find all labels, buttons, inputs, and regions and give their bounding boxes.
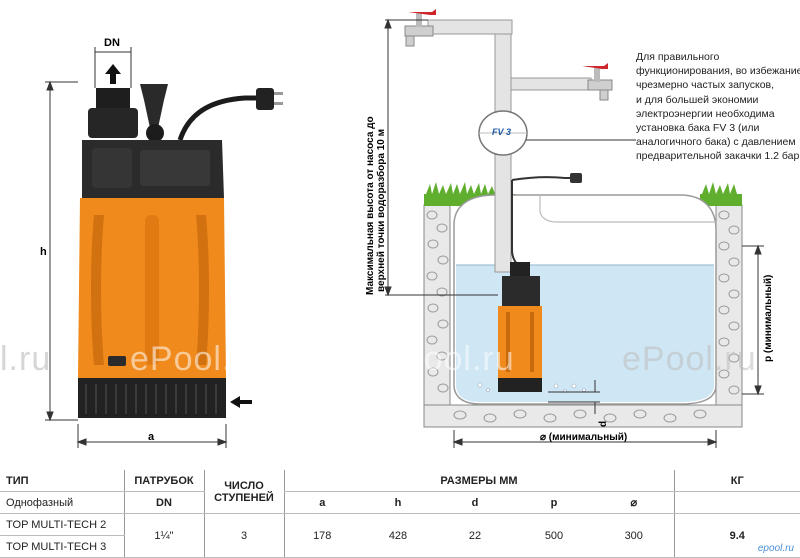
note-line: чрезмерно частых запусков, <box>636 79 775 92</box>
note-line: аналогичного бака) с давлением <box>636 136 796 149</box>
d-label: d <box>598 421 609 427</box>
value-h: 428 <box>360 513 436 558</box>
header-outlet: ПАТРУБОК <box>123 470 204 492</box>
value-kg: 9.4 <box>673 513 800 558</box>
subheader-d: d <box>436 491 514 514</box>
table-row: TOP MULTI-TECH 2 1¼" 3 178 428 22 500 30… <box>0 513 800 558</box>
value-d: 22 <box>436 513 514 558</box>
watermark: ePool.ru <box>380 340 515 378</box>
faucet-middle <box>582 63 613 101</box>
pump-dimensions <box>45 47 228 448</box>
subheader-a: a <box>283 491 360 514</box>
table-row: TOP MULTI-TECH 3 <box>0 535 800 558</box>
header-dimensions: РАЗМЕРЫ мм <box>283 470 674 492</box>
header-type: ТИП <box>0 470 124 492</box>
fv3-pressure-tank: FV 3 <box>478 110 528 156</box>
subheader-dn: DN <box>123 491 204 514</box>
model-name: TOP MULTI-TECH 3 <box>0 535 124 558</box>
header-stages-line1: ЧИСЛО <box>224 479 264 492</box>
brand-logo: epool.ru <box>757 543 794 554</box>
gravel-walls <box>423 204 743 428</box>
subheader-h: h <box>360 491 436 514</box>
max-height-label-line2: верхней точки водоразбора 10 м <box>375 129 387 292</box>
fv3-label: FV 3 <box>492 127 511 137</box>
subheader-diameter: ⌀ <box>594 491 674 514</box>
p-label: p (минимальный) <box>763 275 774 362</box>
subheader-p: p <box>514 491 594 514</box>
watermark: ePool.ru <box>130 340 265 378</box>
note-line: и для большей экономии <box>636 93 759 106</box>
a-label: a <box>148 431 155 443</box>
note-line: Для правильного <box>636 51 720 63</box>
watermark: l.ru <box>0 340 52 378</box>
installation-note: Для правильного функционирования, во изб… <box>636 50 800 164</box>
note-line: электроэнергии необходима <box>636 107 775 120</box>
value-dn: 1¼" <box>123 513 204 558</box>
note-line: функционирования, во избежание <box>636 65 800 78</box>
inlet-arrow-icon <box>230 396 252 408</box>
subheader-phase: Однофазный <box>0 491 124 514</box>
h-label: h <box>40 246 47 258</box>
note-line: установка бака FV 3 (или <box>636 122 760 135</box>
note-line: предварительной закачки 1.2 бар. <box>636 150 800 163</box>
submerged-pump <box>498 262 542 392</box>
header-stages: ЧИСЛО СТУПЕНЕЙ <box>203 470 284 514</box>
value-stages: 3 <box>203 513 284 558</box>
installation-dimensions <box>384 18 764 448</box>
diameter-label: ⌀ (минимальный) <box>540 432 627 443</box>
faucet-top <box>404 9 436 47</box>
watermark: ePool.ru <box>622 340 757 378</box>
dn-label: DN <box>104 37 120 49</box>
pump-illustration <box>78 84 283 418</box>
max-height-label-line1: Максимальная высота от насоса до <box>365 116 376 295</box>
model-name: TOP MULTI-TECH 2 <box>0 513 124 536</box>
subheader-kg-empty <box>673 491 800 514</box>
table-subheader-row: Однофазный DN a h d p ⌀ <box>0 491 800 514</box>
pump-installation-diagram: DN h a <box>40 9 774 448</box>
value-a: 178 <box>283 513 360 558</box>
value-p: 500 <box>514 513 594 558</box>
header-stages-line2: СТУПЕНЕЙ <box>214 491 274 504</box>
spec-table: ТИП ПАТРУБОК ЧИСЛО СТУПЕНЕЙ РАЗМЕРЫ мм к… <box>0 470 800 558</box>
outlet-arrow-icon <box>105 64 121 84</box>
header-kg: кг <box>673 470 800 492</box>
value-diameter: 300 <box>594 513 674 558</box>
table-header-row: ТИП ПАТРУБОК ЧИСЛО СТУПЕНЕЙ РАЗМЕРЫ мм к… <box>0 470 800 514</box>
